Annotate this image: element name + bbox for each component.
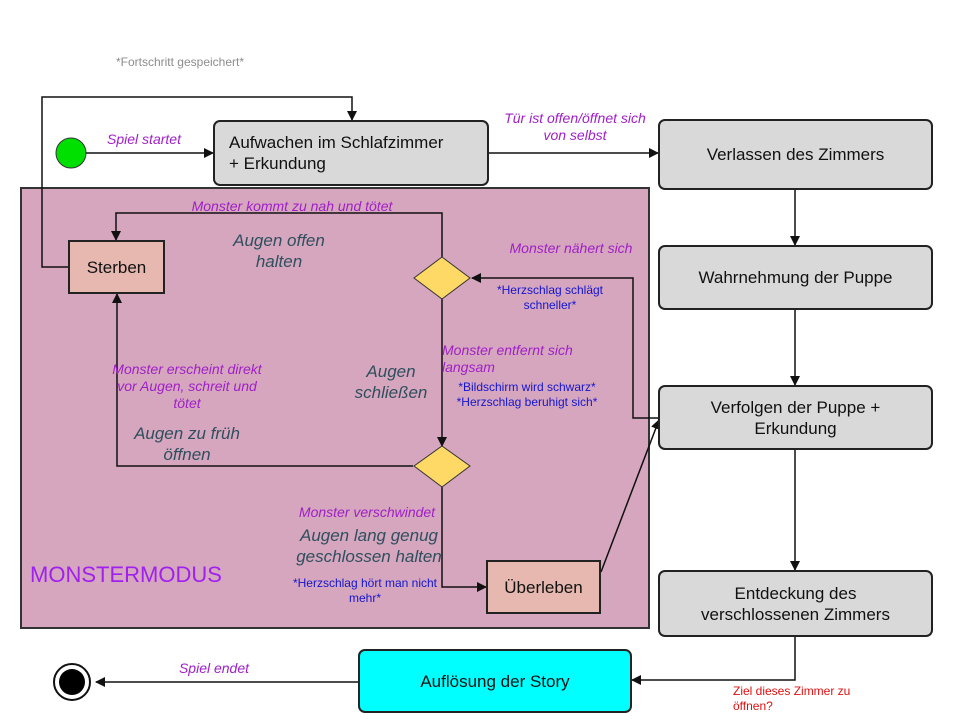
state-die: Sterben xyxy=(68,240,165,294)
state-wake-label: Aufwachen im Schlafzimmer + Erkundung xyxy=(229,133,444,173)
state-leave: Verlassen des Zimmers xyxy=(658,119,933,190)
state-resolution: Auflösung der Story xyxy=(358,649,632,713)
label-door: Tür ist offen/öffnet sich von selbst xyxy=(504,110,646,143)
state-survive: Überleben xyxy=(486,560,601,614)
guard-eyes-open: Augen offen halten xyxy=(233,231,325,271)
arrow-discover-to-resolution xyxy=(631,637,796,685)
label-kills-close: Monster kommt zu nah und tötet xyxy=(191,198,393,214)
state-follow: Verfolgen der Puppe + Erkundung xyxy=(658,385,933,450)
state-leave-label: Verlassen des Zimmers xyxy=(706,145,885,164)
arrow-follow-to-diamond-top xyxy=(471,273,658,419)
state-follow-label: Verfolgen der Puppe + Erkundung xyxy=(710,397,881,438)
arrow-survive-to-follow xyxy=(600,419,661,573)
end-node-inner xyxy=(59,669,85,695)
state-wake: Aufwachen im Schlafzimmer + Erkundung xyxy=(213,120,489,186)
label-appears: Monster erscheint direkt vor Augen, schr… xyxy=(112,361,262,411)
guard-eyes-early: Augen zu früh öffnen xyxy=(134,424,240,464)
label-end: Spiel endet xyxy=(178,660,250,676)
arrow-die-to-wake xyxy=(41,96,357,268)
start-node xyxy=(55,137,87,169)
label-goal: Ziel dieses Zimmer zu öffnen? xyxy=(733,684,851,713)
saved-note: *Fortschritt gespeichert* xyxy=(115,55,245,69)
label-screen-black: *Bildschirm wird schwarz* *Herzschlag be… xyxy=(456,380,598,409)
decision-diamond-bottom xyxy=(413,445,471,488)
label-start: Spiel startet xyxy=(107,131,181,147)
arrow-diamond-bottom-to-die xyxy=(112,293,413,467)
guard-eyes-long: Augen lang genug geschlossen halten xyxy=(296,526,442,566)
state-doll-label: Wahrnehmung der Puppe xyxy=(698,268,893,287)
state-discover: Entdeckung des verschlossenen Zimmers xyxy=(658,570,933,637)
label-heartbeat-gone: *Herzschlag hört man nicht mehr* xyxy=(292,576,438,605)
region-title: MONSTERMODUS xyxy=(30,562,222,587)
state-resolution-label: Auflösung der Story xyxy=(420,671,570,691)
guard-eyes-close: Augen schließen xyxy=(354,362,428,402)
state-die-label: Sterben xyxy=(86,257,147,277)
state-survive-label: Überleben xyxy=(504,577,583,597)
arrow-diamond-bottom-to-survive xyxy=(441,487,487,592)
label-vanishes: Monster verschwindet xyxy=(298,504,436,520)
label-heartbeat-faster: *Herzschlag schlägt schneller* xyxy=(496,283,604,312)
label-approaches: Monster nähert sich xyxy=(509,240,633,256)
label-moves-away: Monster entfernt sich langsam xyxy=(442,342,573,375)
arrow-diamond-top-to-die xyxy=(111,212,443,257)
state-discover-label: Entdeckung des verschlossenen Zimmers xyxy=(701,583,890,624)
state-doll: Wahrnehmung der Puppe xyxy=(658,245,933,310)
decision-diamond-top xyxy=(413,256,471,300)
